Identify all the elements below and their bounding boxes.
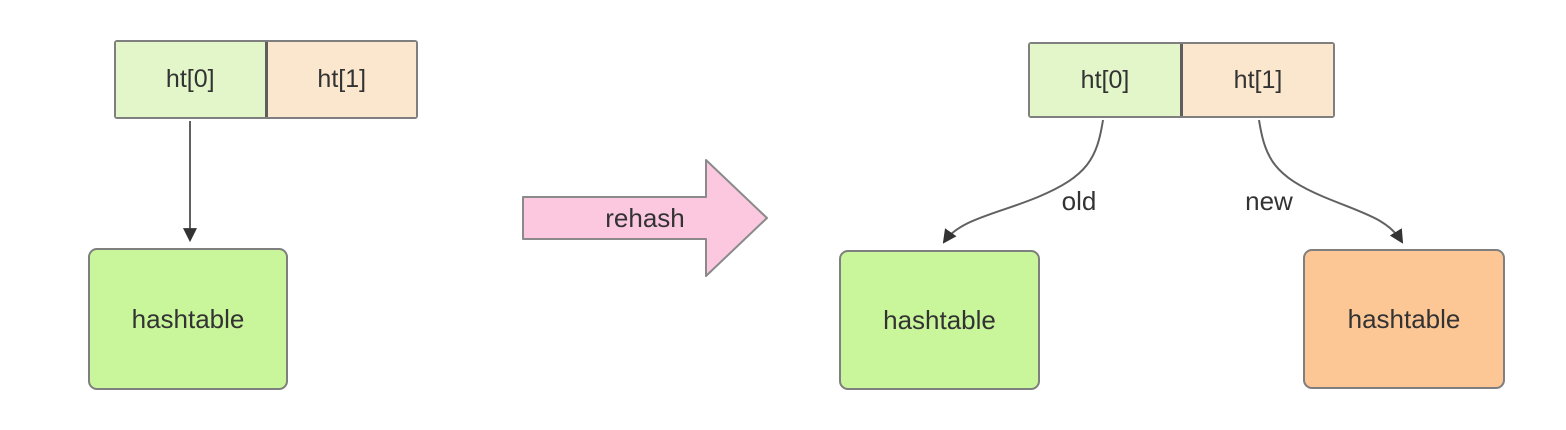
edge-label-old: old	[1061, 186, 1097, 216]
right-ht0-cell: ht[0]	[1030, 44, 1180, 116]
new-hashtable-box: hashtable	[1303, 249, 1505, 389]
edge-right-ht1-to-new	[1258, 119, 1404, 244]
right-ht0-label: ht[0]	[1080, 65, 1130, 94]
left-hashtable-box: hashtable	[88, 248, 288, 390]
right-ht-array: ht[0] ht[1]	[1028, 42, 1335, 118]
left-ht0-label: ht[0]	[165, 65, 215, 93]
new-hashtable-label: hashtable	[1347, 303, 1461, 334]
left-ht1-cell: ht[1]	[264, 42, 416, 117]
old-hashtable-box: hashtable	[839, 250, 1040, 390]
left-ht1-label: ht[1]	[317, 65, 367, 93]
left-ht-array: ht[0] ht[1]	[114, 40, 418, 119]
old-hashtable-label: hashtable	[883, 304, 996, 335]
right-ht1-cell: ht[1]	[1180, 44, 1333, 116]
left-hashtable-label: hashtable	[131, 303, 245, 334]
edge-label-new: new	[1245, 186, 1293, 216]
edge-right-ht0-to-old	[942, 119, 1104, 244]
left-ht0-cell: ht[0]	[116, 42, 265, 117]
rehash-label: rehash	[605, 203, 685, 233]
right-ht1-label: ht[1]	[1233, 65, 1283, 94]
